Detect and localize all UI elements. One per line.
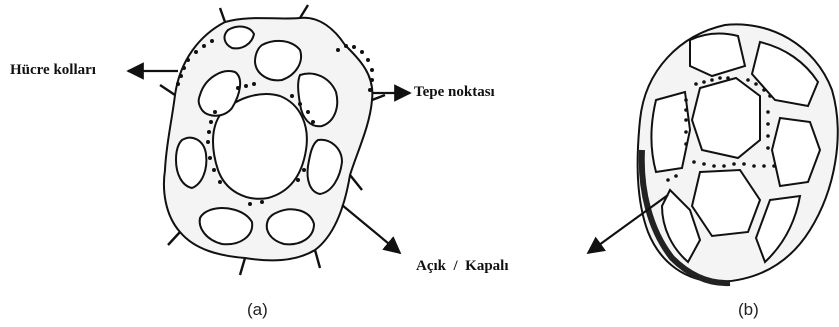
open-cell-skeleton (160, 5, 385, 275)
label-open-closed: Açık / Kapalı (416, 258, 509, 275)
arrow-open (342, 205, 400, 253)
caption-a: (a) (247, 300, 268, 320)
closed-cell (638, 24, 838, 283)
caption-b: (b) (738, 300, 759, 320)
label-vertex: Tepe noktası (414, 84, 495, 101)
label-cell-arms: Hücre kolları (10, 62, 96, 79)
